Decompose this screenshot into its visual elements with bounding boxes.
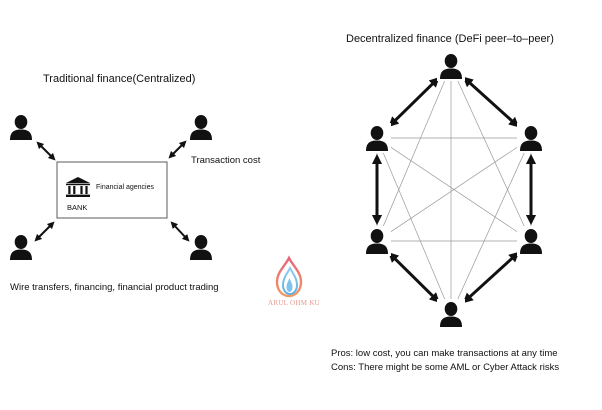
peer-nodes — [363, 51, 545, 329]
double-arrow-icon — [34, 221, 55, 242]
person-icon-bottom-right — [190, 235, 212, 260]
person-icon-top-right — [190, 115, 212, 140]
network-link — [376, 65, 452, 242]
double-arrow-icon — [170, 221, 190, 242]
watermark-logo — [275, 255, 303, 298]
double-arrow-icon — [388, 77, 440, 127]
traditional-title: Traditional finance(Centralized) — [43, 73, 196, 85]
defi-section — [363, 51, 545, 329]
person-icon-bottom-left — [10, 235, 32, 260]
transaction-cost-label: Transaction cost — [191, 155, 261, 166]
defi-title: Decentralized finance (DeFi peer–to–peer… — [346, 33, 554, 45]
services-label: Wire transfers, financing, financial pro… — [10, 282, 219, 293]
network-link — [450, 65, 532, 242]
double-arrow-icon — [36, 141, 56, 161]
bank-label: BANK — [67, 203, 88, 212]
double-arrow-icon — [388, 252, 440, 303]
bank-icon — [66, 177, 90, 197]
cons-note: Cons: There might be some AML or Cyber A… — [331, 362, 560, 373]
watermark-label: ARUL OHM KU — [268, 299, 321, 307]
double-arrow-icon — [462, 76, 520, 128]
peer-arrows — [371, 76, 537, 304]
pros-note: Pros: low cost, you can make transaction… — [331, 348, 558, 359]
double-arrow-icon — [462, 251, 520, 304]
double-arrow-icon — [168, 140, 187, 159]
network-link — [376, 137, 532, 242]
financial-agencies-label: Financial agencies — [96, 184, 154, 191]
network-mesh — [376, 65, 532, 315]
traditional-section — [10, 115, 212, 260]
person-icon-top-left — [10, 115, 32, 140]
